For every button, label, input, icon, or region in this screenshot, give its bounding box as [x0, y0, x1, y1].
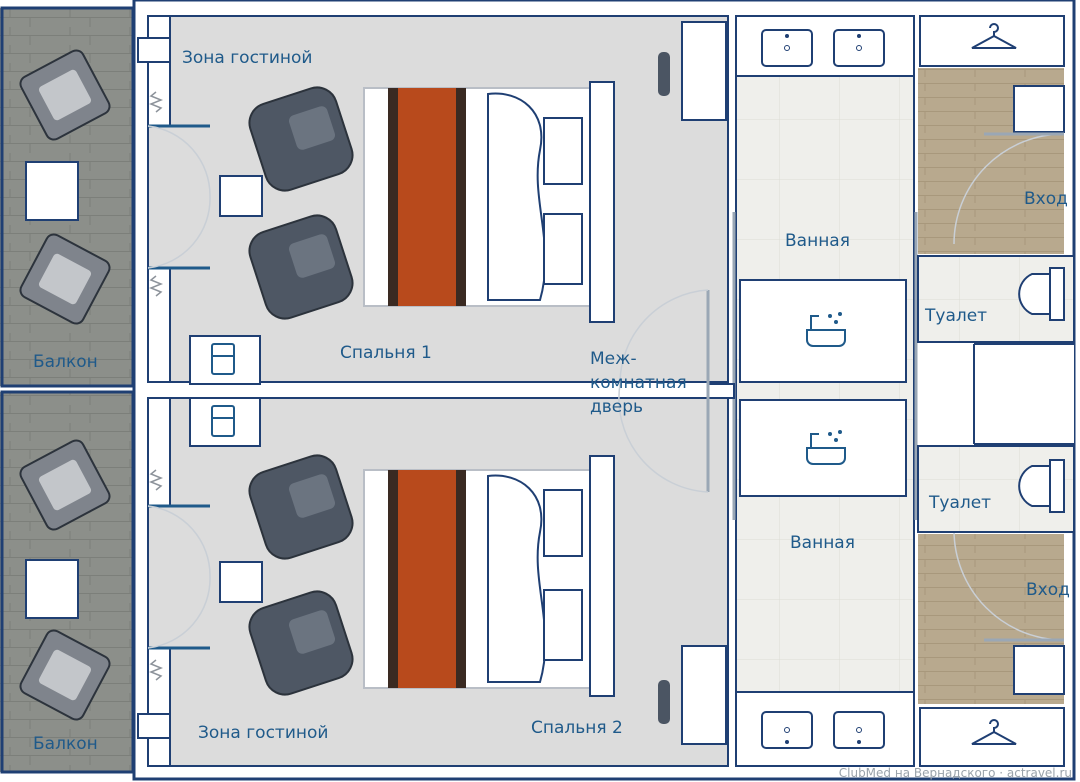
label-balcony-bottom: Балкон: [33, 734, 98, 754]
connecting-door-line-1: Меж-: [590, 349, 637, 369]
label-living-zone-bottom: Зона гостиной: [198, 723, 329, 743]
bathroom-floor: [736, 76, 914, 692]
label-bedroom-2: Спальня 2: [531, 718, 623, 738]
label-balcony-top: Балкон: [33, 352, 98, 372]
label-connecting-door: Меж- комнатная дверь: [590, 347, 710, 419]
bed-1: [363, 81, 615, 323]
hanger-icon: [971, 23, 1017, 745]
label-bathroom-top: Ванная: [785, 231, 850, 251]
sink-icon: [761, 711, 885, 749]
watermark: ClubMed на Вернадского · actravel.ru: [838, 766, 1072, 780]
label-bathroom-bottom: Ванная: [790, 533, 855, 553]
connecting-door-line-3: дверь: [590, 397, 644, 417]
label-toilet-bottom: Туалет: [929, 493, 992, 513]
sink-icon: [761, 29, 885, 67]
bed-2: [363, 455, 615, 697]
label-bedroom-1: Спальня 1: [340, 343, 432, 363]
label-entrance-bottom: Вход: [1026, 580, 1070, 600]
label-entrance-top: Вход: [1024, 189, 1068, 209]
fridge-icon: [189, 335, 261, 447]
toilet-icon: [1018, 267, 1065, 513]
label-living-zone-top: Зона гостиной: [182, 48, 313, 68]
connecting-door-line-2: комнатная: [590, 373, 687, 393]
balcony-table: [25, 161, 79, 619]
wardrobe-bottom: [919, 707, 1065, 767]
tv-desk-bottom: [681, 645, 727, 745]
label-toilet-top: Туалет: [925, 306, 988, 326]
bathtub-icon: [739, 279, 907, 497]
tv-desk-top: [681, 21, 727, 121]
connecting-door[interactable]: [707, 383, 735, 399]
